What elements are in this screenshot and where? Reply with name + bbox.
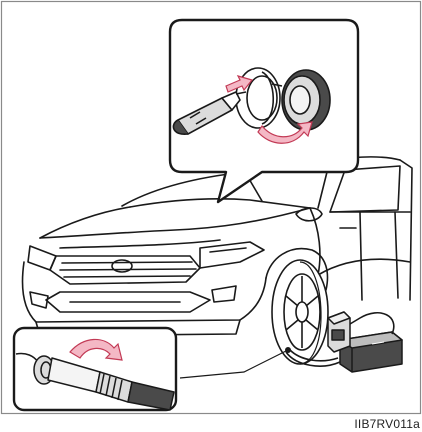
tire-valve-detail-icon bbox=[14, 328, 176, 410]
front-wheel-icon bbox=[272, 260, 328, 364]
callout-leader-bottom bbox=[180, 350, 288, 378]
power-outlet-detail-icon bbox=[170, 20, 358, 202]
figure-code-label: IIB7RV011a bbox=[354, 417, 420, 431]
suv-front-view-icon bbox=[23, 157, 413, 336]
